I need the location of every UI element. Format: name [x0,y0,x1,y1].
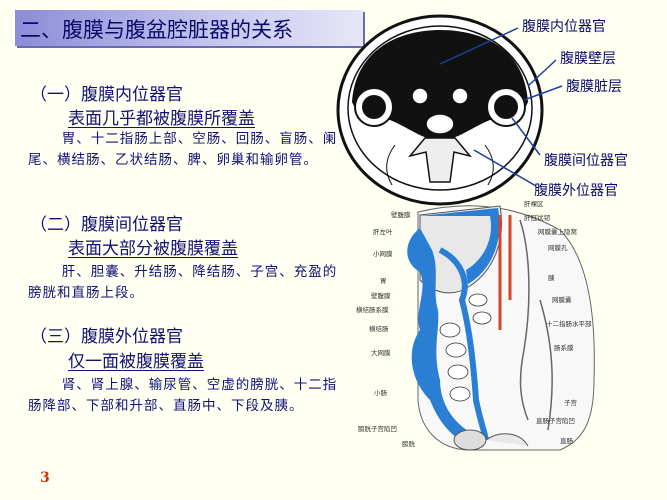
label-small-intestine: 小肠 [374,388,388,397]
abdominal-cross-section [336,14,563,206]
label-rectum: 直肠 [560,436,574,445]
section-3-body: 肾、肾上腺、输尿管、空虚的膀胱、十二指肠降部、下部和升部、直肠中、下段及胰。 [28,377,338,414]
callout-interperitoneal: 腹膜间位器官 [544,153,628,169]
section-2-subheading: 表面大部分被腹膜覆盖 [68,239,238,259]
label-transverse-mesocolon: 横结肠系膜 [356,305,389,314]
label-mesentery: 肠系膜 [554,343,574,352]
callout-intraperitoneal: 腹膜内位器官 [522,19,606,35]
section-3-subheading: 仅一面被腹膜覆盖 [68,352,204,372]
label-omental-foramen: 网膜孔 [548,243,568,252]
sagittal-labels-left: 壁腹膜 肝左叶 小网膜 胃 壁腹膜 横结肠系膜 横结肠 大网膜 小肠 膀胱子宫陷… [356,210,416,448]
callout-retroperitoneal: 腹膜外位器官 [534,183,618,199]
label-greater-omentum: 大网膜 [371,348,391,357]
section-1-subheading: 表面几乎都被腹膜所覆盖 [68,109,255,129]
title-bar [15,10,363,46]
section-2-heading: （二）腹膜间位器官 [30,215,183,235]
label-rectouterine-pouch: 直肠子宫陷凹 [536,416,575,425]
label-bladder: 膀胱 [402,439,416,448]
label-duodenum-horizontal: 十二指肠水平部 [546,319,592,328]
sagittal-labels-right: 肝裸区 肝冠状韧 网膜囊上隐窝 网膜孔 胰 网膜囊 十二指肠水平部 肠系膜 子宫… [524,199,592,445]
label-vesicouterine-pouch: 膀胱子宫陷凹 [358,424,397,433]
label-parietal-peritoneum: 壁腹膜 [391,210,411,219]
label-lesser-omentum: 小网膜 [373,249,393,258]
page-number: 3 [40,470,50,486]
section-1-body: 胃、十二指肠上部、空肠、回肠、盲肠、阑尾、横结肠、乙状结肠、脾、卵巢和输卵管。 [28,131,338,168]
label-uterus: 子宫 [564,398,577,407]
label-pancreas: 胰 [548,273,555,282]
label-bare-area: 肝裸区 [524,199,544,208]
callout-visceral-layer: 腹膜脏层 [566,79,622,95]
label-superior-recess: 网膜囊上隐窝 [538,227,578,236]
label-transverse-colon: 横结肠 [369,324,389,333]
slide-title: 二、腹膜与腹盆腔脏器的关系 [20,18,293,42]
section-1-heading: （一）腹膜内位器官 [30,85,183,105]
label-omental-bursa: 网膜囊 [552,295,572,304]
label-left-liver: 肝左叶 [373,227,393,236]
callout-parietal-layer: 腹膜壁层 [560,51,616,67]
sagittal-section [407,205,595,451]
section-3-heading: （三）腹膜外位器官 [30,327,183,347]
section-2-body: 肝、胆囊、升结肠、降结肠、子宫、充盈的膀胱和直肠上段。 [28,264,338,301]
label-parietal-peritoneum-2: 壁腹膜 [371,291,391,300]
label-stomach: 胃 [380,277,387,285]
label-coronary-ligament: 肝冠状韧 [524,213,551,222]
